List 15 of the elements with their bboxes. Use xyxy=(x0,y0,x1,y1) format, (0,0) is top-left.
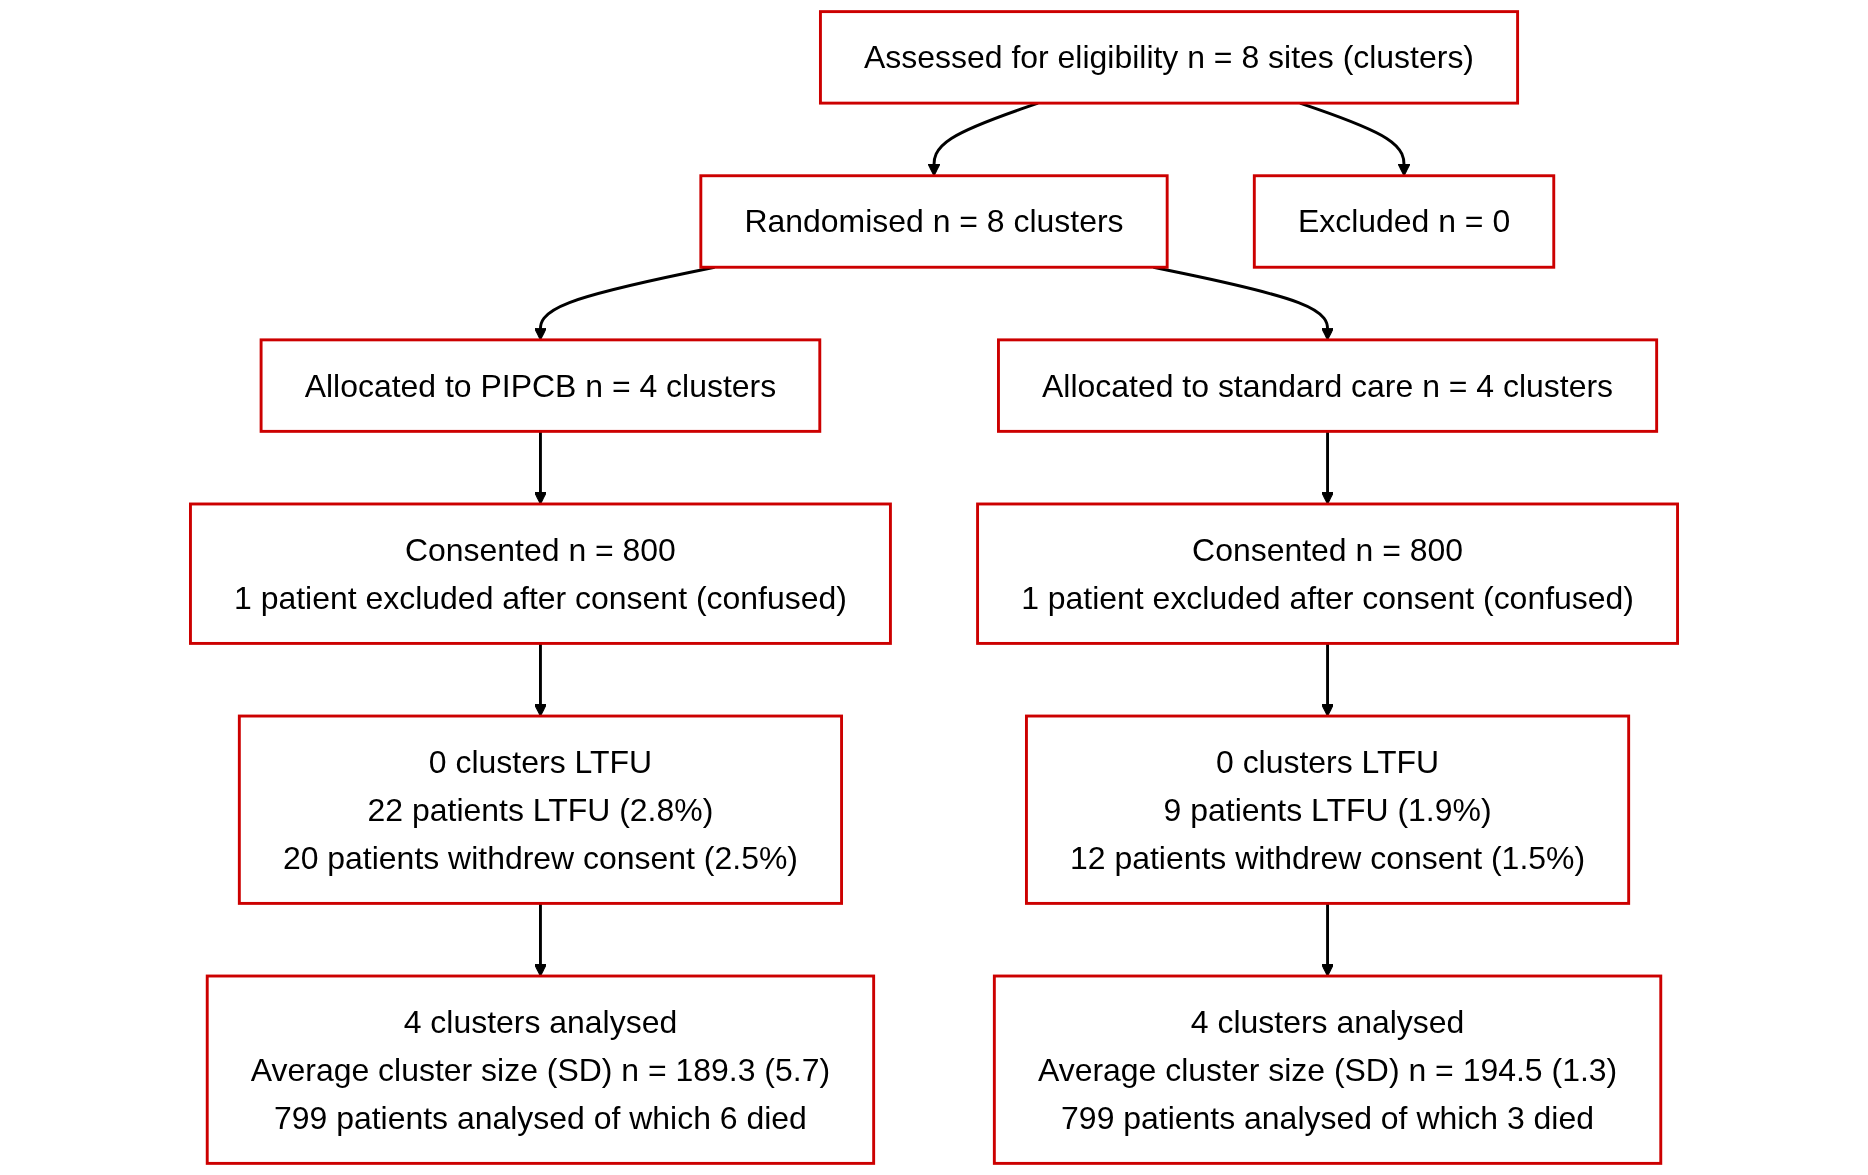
arrow xyxy=(1321,643,1334,717)
node-box: 4 clusters analysed Average cluster size (SD) n = 194.5 (1.3) 799 patients analysed of which 3 died xyxy=(992,974,1663,1165)
node-box: Consented n = 800 1 patient excluded after consent (confused) xyxy=(976,502,1679,645)
node-box: Assessed for eligibility n = 8 sites (clusters) xyxy=(819,10,1520,105)
node-box: Allocated to PIPCB n = 4 clusters xyxy=(259,338,822,433)
arrow xyxy=(534,643,547,717)
node-box: Consented n = 800 1 patient excluded after consent (confused) xyxy=(189,502,892,645)
node-box: Excluded n = 0 xyxy=(1252,174,1556,269)
arrow xyxy=(534,903,547,977)
node-box: 0 clusters LTFU 22 patients LTFU (2.8%) 20 patients withdrew consent (2.5%) xyxy=(237,714,843,905)
node-box: Allocated to standard care n = 4 clusters xyxy=(997,338,1659,433)
node-box: 0 clusters LTFU 9 patients LTFU (1.9%) 12 patients withdrew consent (1.5%) xyxy=(1025,714,1631,905)
node-box: 4 clusters analysed Average cluster size (SD) n = 189.3 (5.7) 799 patients analysed of which 6 died xyxy=(205,974,876,1165)
node-box: Randomised n = 8 clusters xyxy=(699,174,1169,269)
arrow xyxy=(1321,903,1334,977)
